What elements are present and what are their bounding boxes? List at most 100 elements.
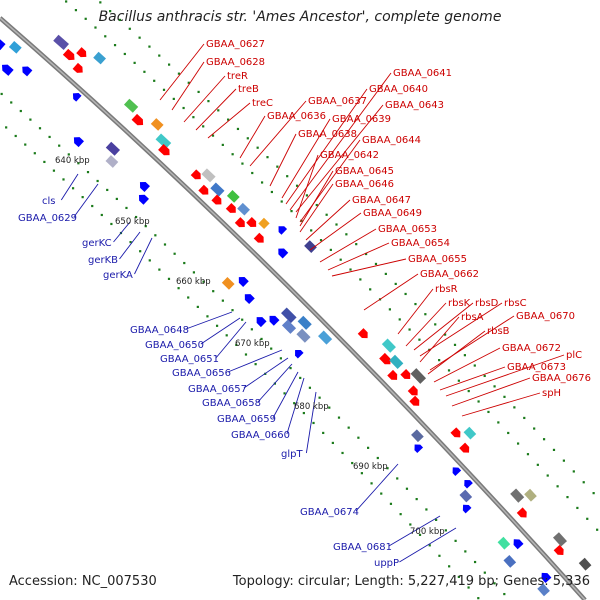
gene-feature	[318, 330, 333, 345]
label-leader	[319, 228, 377, 263]
tick-dot	[260, 181, 264, 184]
tick-dot	[457, 379, 460, 382]
tick-dot	[374, 262, 378, 266]
reverse-gene-arrow	[414, 444, 424, 454]
forward-gene-label: GBAA_0670	[516, 311, 575, 322]
label-leader	[295, 154, 319, 219]
forward-gene-arrow	[253, 232, 264, 243]
tick-dot	[62, 178, 65, 181]
forward-gene-arrow	[72, 62, 83, 73]
gene-feature	[497, 536, 511, 550]
reverse-gene-arrow	[464, 479, 473, 489]
feature-box	[459, 489, 473, 503]
forward-gene-label: GBAA_0649	[363, 208, 422, 219]
gene-feature	[201, 168, 216, 183]
tick-dot	[526, 453, 530, 456]
forward-gene-label: GBAA_0676	[532, 373, 591, 384]
tick-dot	[231, 309, 234, 312]
label-leader	[207, 102, 251, 139]
reverse-gene-arrow	[138, 194, 149, 205]
gene-feature	[253, 232, 264, 243]
tick-dot	[457, 575, 460, 578]
tick-dot	[182, 106, 185, 110]
tick-dot	[360, 472, 363, 475]
tick-dot	[221, 143, 224, 147]
tick-dot	[477, 597, 480, 600]
forward-gene-arrow	[553, 544, 564, 556]
tick-dot	[386, 467, 389, 470]
feature-box	[281, 319, 297, 334]
tick-dot	[503, 592, 506, 596]
gene-feature	[503, 555, 517, 568]
tick-dot	[299, 376, 302, 380]
gene-features	[0, 34, 592, 597]
tick-dot	[250, 328, 253, 331]
label-leader	[299, 183, 334, 233]
feature-box	[410, 368, 427, 384]
tick-dot	[148, 45, 151, 48]
tick-dot	[128, 27, 131, 30]
label-leader	[269, 133, 297, 187]
reverse-gene-arrow	[139, 181, 150, 192]
feature-box	[578, 557, 592, 571]
feature-box	[389, 354, 404, 369]
tick-dot	[0, 92, 3, 96]
feature-box	[553, 532, 567, 547]
gene-feature	[138, 194, 149, 205]
tick-dot	[351, 461, 354, 465]
gene-feature	[295, 349, 304, 359]
tick-dot	[295, 184, 299, 187]
gene-feature	[553, 532, 567, 547]
tick-dot	[305, 194, 309, 197]
label-leader	[445, 354, 565, 397]
reverse-gene-arrow	[452, 467, 462, 476]
label-leader	[134, 237, 153, 275]
gene-feature	[155, 133, 172, 149]
gene-feature	[190, 169, 201, 180]
tick-dot	[418, 338, 421, 341]
feature-box	[537, 583, 550, 597]
tick-dot	[125, 206, 128, 210]
tick-dot	[384, 272, 387, 276]
tick-dot	[556, 485, 559, 488]
tick-dot	[582, 481, 585, 484]
label-leader	[257, 363, 293, 403]
tick-dot	[438, 554, 441, 557]
forward-gene-label: plC	[566, 350, 582, 361]
tick-dot	[389, 502, 393, 505]
reverse-gene-label: GBAA_0648	[130, 325, 189, 336]
gene-feature	[22, 66, 33, 77]
gene-feature	[400, 369, 411, 379]
tick-dot	[158, 268, 161, 271]
feature-box	[318, 330, 333, 345]
label-leader	[285, 88, 368, 205]
gene-feature	[450, 427, 461, 438]
accession-text: Accession: NC_007530	[9, 574, 157, 589]
tick-dot	[408, 328, 411, 331]
label-leader	[171, 61, 205, 111]
tick-dot	[536, 463, 539, 466]
tick-dot	[221, 299, 224, 302]
tick-dot	[286, 175, 289, 178]
tick-dot	[162, 88, 166, 91]
label-leader	[73, 183, 99, 218]
forward-gene-arrow	[190, 169, 201, 180]
tick-dot	[48, 135, 51, 139]
gene-feature	[407, 385, 418, 396]
tick-dot	[453, 343, 457, 346]
gene-feature	[237, 202, 250, 216]
gene-feature	[304, 240, 317, 253]
tick-dot	[202, 125, 205, 128]
tick-dot	[5, 126, 8, 129]
tick-dot	[196, 305, 199, 309]
feature-box	[105, 155, 119, 168]
reverse-gene-label: GBAA_0650	[145, 340, 204, 351]
tick-dot	[341, 451, 344, 455]
feature-box	[281, 307, 297, 324]
forward-gene-label: treB	[238, 84, 259, 95]
tick-dot	[241, 318, 244, 321]
reverse-gene-arrow	[244, 294, 255, 305]
tick-dot	[359, 278, 362, 281]
gene-feature	[459, 442, 470, 453]
tick-dot	[24, 143, 27, 146]
